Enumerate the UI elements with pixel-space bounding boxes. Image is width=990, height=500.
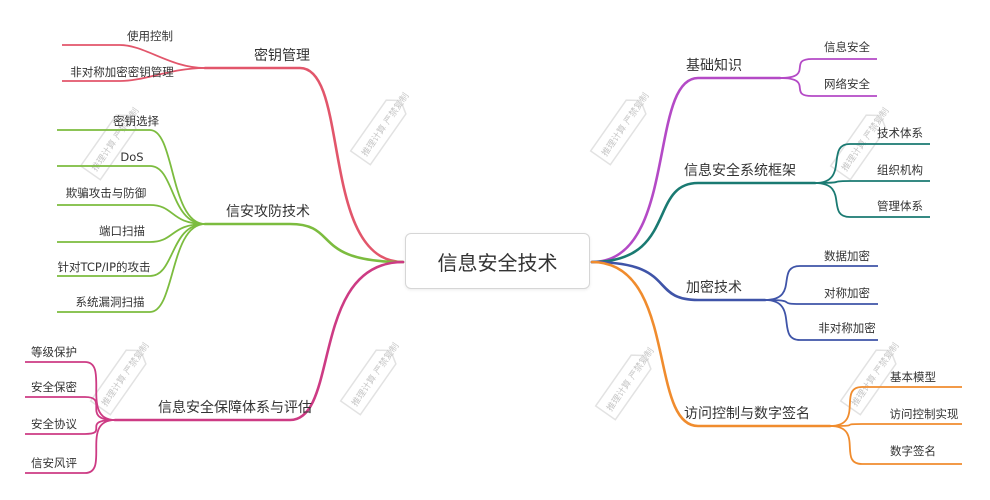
branch-label[interactable]: 访问控制与数字签名 xyxy=(684,405,810,422)
branch-attack-defense: 信安攻防技术 密钥选择 DoS 欺骗攻击与防御端口扫描针对TCP/IP的攻击系统漏洞扫… xyxy=(57,114,405,313)
child-label[interactable]: 访问控制实现 xyxy=(890,407,959,421)
child-connector xyxy=(25,419,116,474)
child-label[interactable]: 密钥选择 xyxy=(113,114,159,128)
child-connector xyxy=(57,223,206,243)
child-label[interactable]: 安全保密 xyxy=(31,380,77,394)
child-connector xyxy=(829,423,962,427)
child-label[interactable]: 管理体系 xyxy=(877,199,923,213)
branch-connector xyxy=(590,260,832,428)
child-connector xyxy=(62,44,206,69)
branch-label[interactable]: 基础知识 xyxy=(686,57,742,74)
child-connector xyxy=(764,299,878,305)
child-label[interactable]: 信息安全 xyxy=(824,40,870,54)
child-label[interactable]: 针对TCP/IP的攻击 xyxy=(57,260,150,274)
child-connector xyxy=(764,265,878,301)
branch-connector xyxy=(590,260,767,302)
watermark-stamp: 推理计算 严禁复制 xyxy=(89,340,151,416)
child-connector xyxy=(57,165,206,225)
child-label[interactable]: 使用控制 xyxy=(127,29,173,43)
child-connector xyxy=(57,223,206,277)
child-label[interactable]: 非对称加密 xyxy=(818,321,876,335)
child-label[interactable]: 网络安全 xyxy=(824,77,870,91)
child-label[interactable]: 端口扫描 xyxy=(99,224,145,238)
branch-label[interactable]: 加密技术 xyxy=(686,279,742,296)
branch-label[interactable]: 密钥管理 xyxy=(254,47,310,64)
child-label[interactable]: 数据加密 xyxy=(824,249,870,263)
branch-label[interactable]: 信安攻防技术 xyxy=(226,204,310,220)
child-connector xyxy=(25,361,116,421)
child-label[interactable]: DoS xyxy=(120,150,143,164)
child-label[interactable]: 技术体系 xyxy=(877,126,923,140)
child-label[interactable]: 组织机构 xyxy=(877,163,923,177)
child-label[interactable]: 对称加密 xyxy=(824,286,870,300)
child-connector xyxy=(57,204,206,225)
child-label[interactable]: 欺骗攻击与防御 xyxy=(66,186,147,200)
center-topic[interactable]: 信息安全技术 xyxy=(405,233,590,289)
child-label[interactable]: 数字签名 xyxy=(890,444,936,458)
child-connector xyxy=(779,58,877,79)
watermark-stamp: 推理计算 严禁复制 xyxy=(349,90,411,166)
child-label[interactable]: 系统漏洞扫描 xyxy=(76,295,145,309)
child-connector xyxy=(829,425,962,465)
child-label[interactable]: 基本模型 xyxy=(890,370,936,384)
branch-label[interactable]: 信息安全系统框架 xyxy=(684,162,796,179)
watermark-stamp: 推理计算 严禁复制 xyxy=(339,340,401,416)
watermark-stamp: 推理计算 严禁复制 xyxy=(594,345,656,421)
branch-connector xyxy=(113,260,405,422)
branch-connector xyxy=(203,66,405,264)
child-connector xyxy=(57,223,206,313)
child-connector xyxy=(62,67,206,82)
child-connector xyxy=(829,386,962,427)
branch-connector xyxy=(590,181,817,264)
child-connector xyxy=(814,182,930,218)
branch-connector xyxy=(203,222,405,264)
branch-label[interactable]: 信息安全保障体系与评估 xyxy=(158,399,312,416)
child-label[interactable]: 安全协议 xyxy=(31,417,77,431)
watermark-stamp: 推理计算 严禁复制 xyxy=(589,90,651,166)
child-connector xyxy=(57,129,206,225)
child-connector xyxy=(25,396,116,421)
child-label[interactable]: 非对称加密密钥管理 xyxy=(70,65,174,79)
child-label[interactable]: 等级保护 xyxy=(31,345,77,359)
child-connector xyxy=(814,143,930,184)
child-connector xyxy=(764,299,878,341)
child-connector xyxy=(779,77,877,97)
child-connector xyxy=(814,180,930,184)
child-label[interactable]: 信安风评 xyxy=(31,456,77,470)
branch-connector xyxy=(590,76,782,264)
child-connector xyxy=(25,419,116,435)
